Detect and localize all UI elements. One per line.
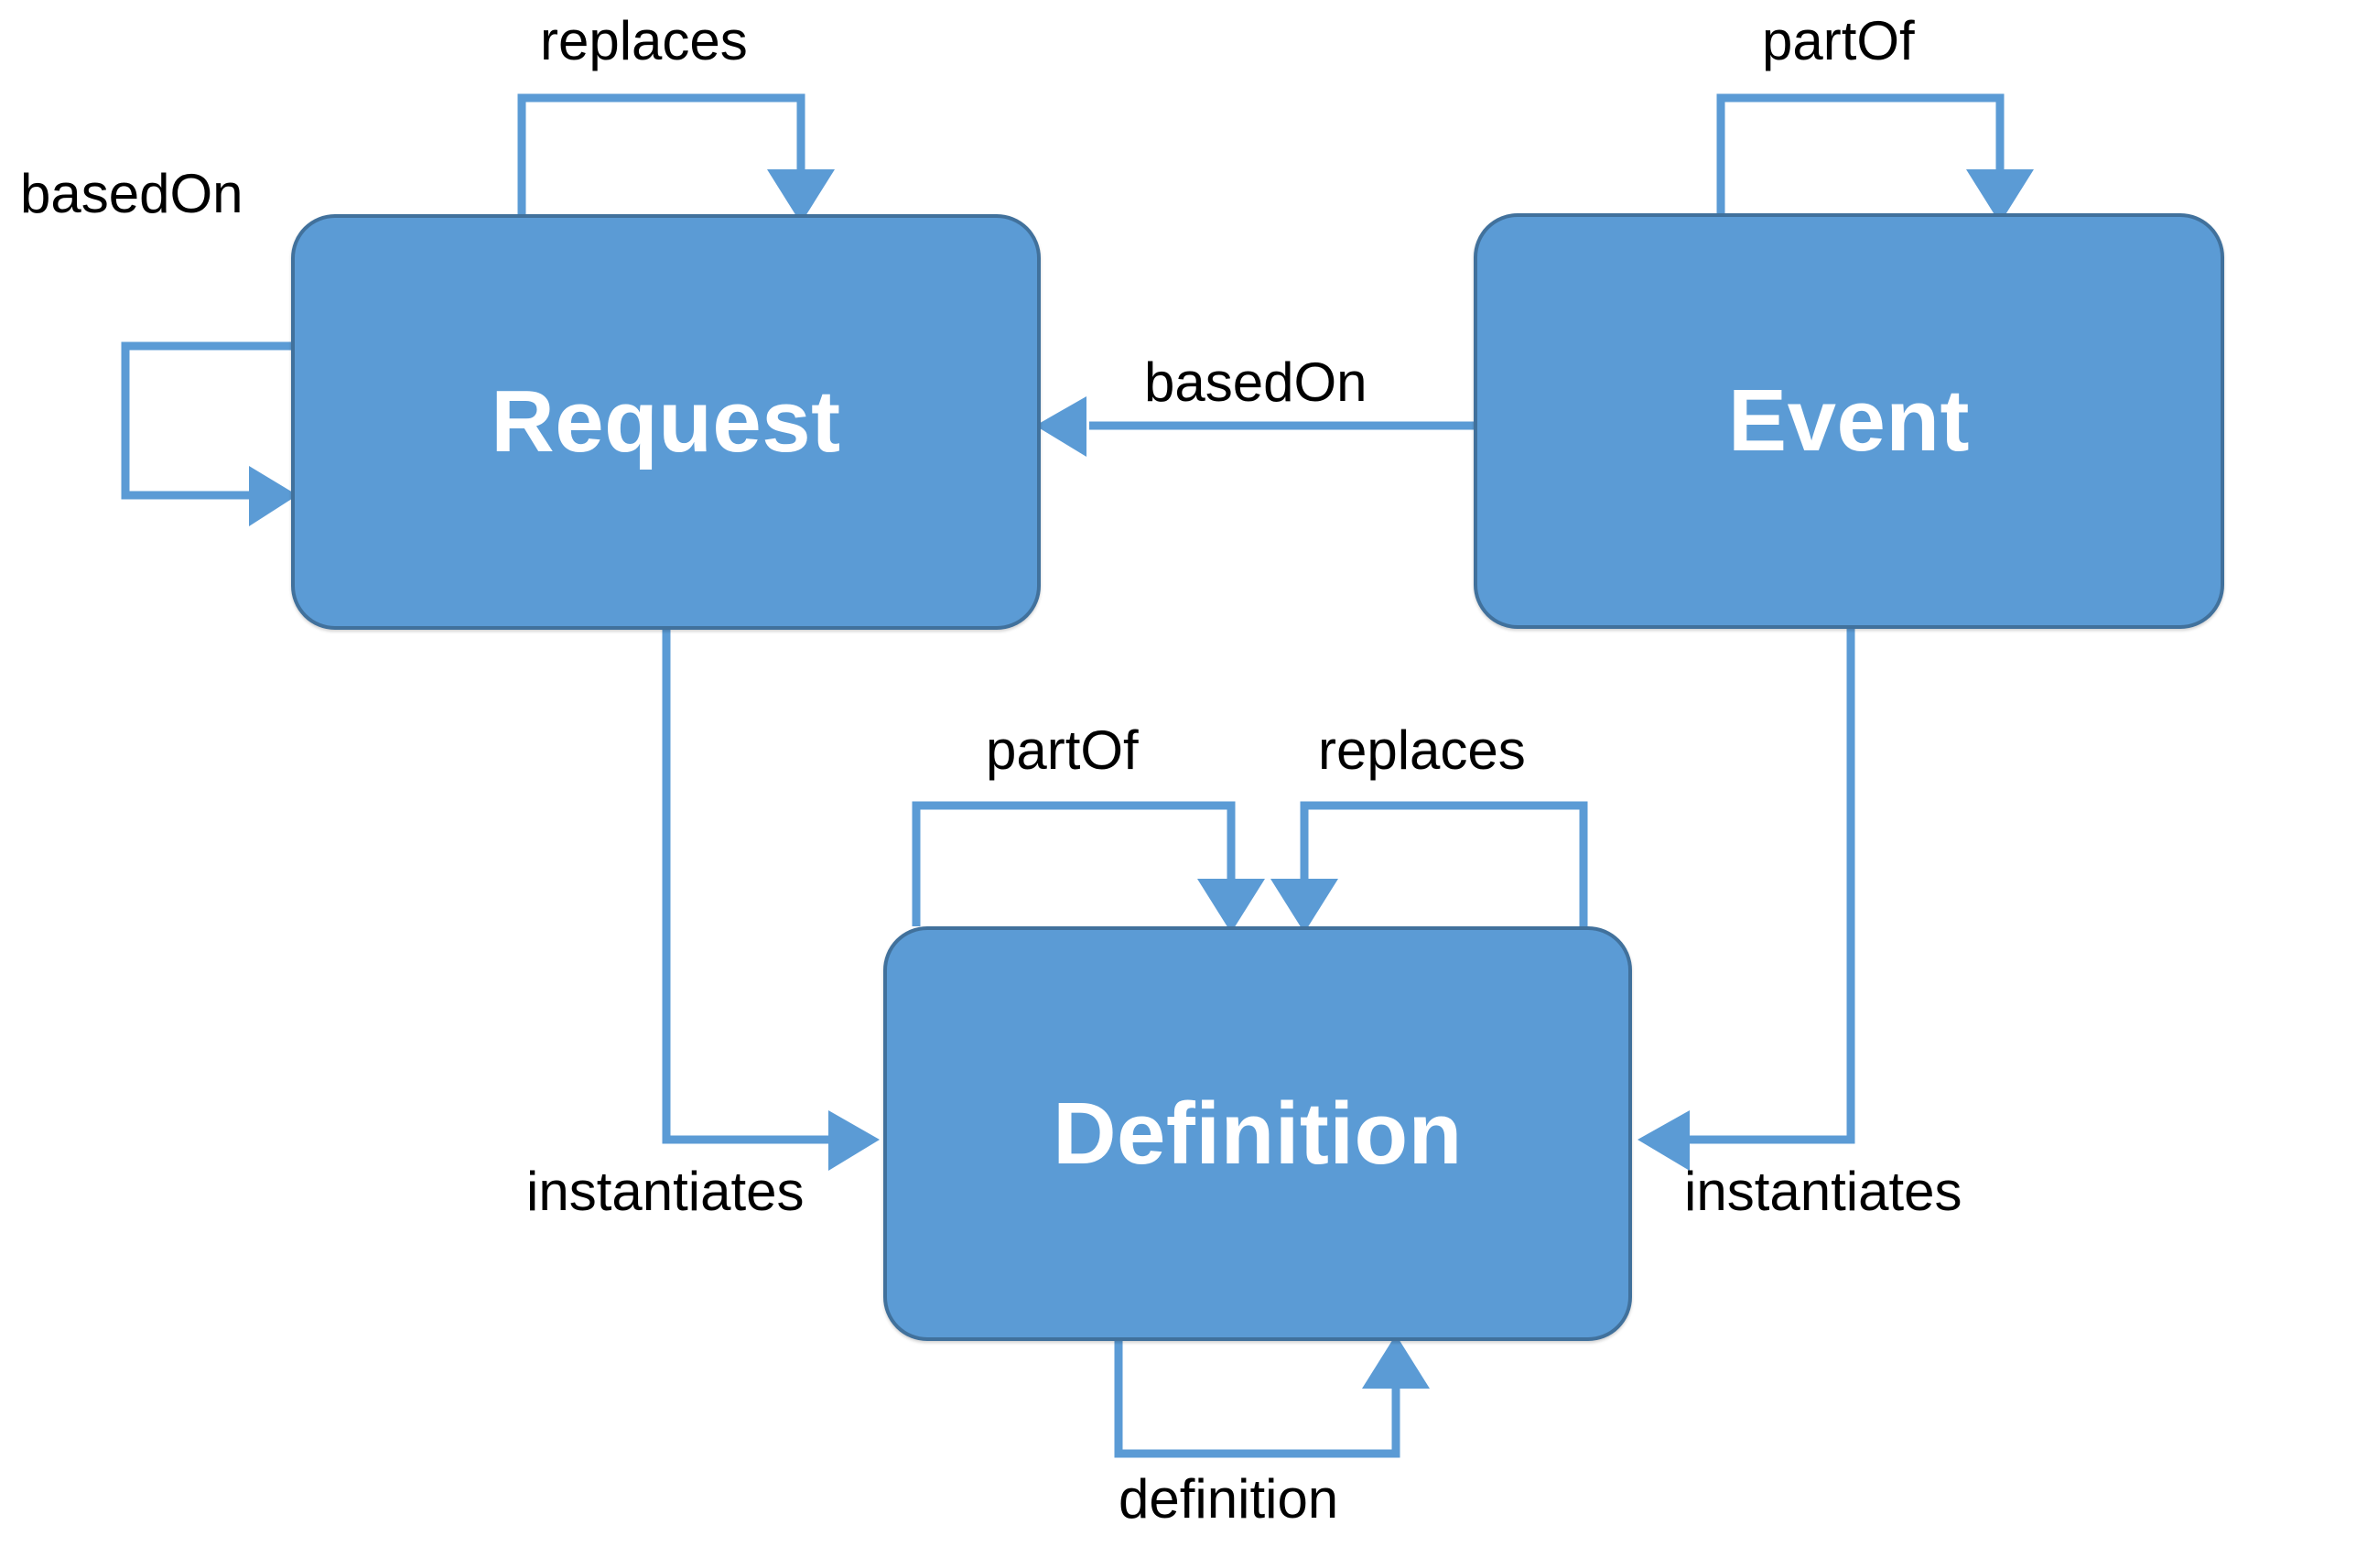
edge-definition-definition[interactable] (1114, 1335, 1430, 1458)
edge-request-basedon-self[interactable] (121, 341, 297, 526)
edge-label-event-partof: partOf (1762, 10, 1915, 71)
edge-event-basedon-request[interactable] (1035, 396, 1474, 457)
node-definition[interactable]: Definition (883, 926, 1632, 1341)
node-definition-label: Definition (1053, 1084, 1463, 1183)
edge-request-instantiates[interactable] (662, 630, 880, 1171)
edge-label-request-basedon-self: basedOn (20, 163, 243, 224)
edge-request-replaces[interactable] (517, 93, 835, 223)
edge-label-request-replaces: replaces (540, 10, 748, 71)
edge-definition-partof[interactable] (912, 801, 1265, 933)
edge-label-event-basedon-request: basedOn (1144, 351, 1367, 413)
node-event-label: Event (1728, 372, 1970, 470)
edge-label-definition-replaces: replaces (1318, 719, 1526, 781)
node-request[interactable]: Request (291, 214, 1041, 630)
edge-definition-replaces[interactable] (1270, 801, 1588, 933)
node-request-label: Request (491, 373, 841, 470)
edge-label-request-instantiates: instantiates (526, 1161, 805, 1222)
edge-label-event-instantiates: instantiates (1684, 1161, 1962, 1222)
edge-label-definition-definition: definition (1119, 1468, 1339, 1530)
edge-event-instantiates[interactable] (1638, 629, 1855, 1171)
node-event[interactable]: Event (1474, 213, 2224, 629)
edge-event-partof[interactable] (1716, 93, 2034, 223)
edge-label-definition-partof: partOf (986, 719, 1139, 781)
